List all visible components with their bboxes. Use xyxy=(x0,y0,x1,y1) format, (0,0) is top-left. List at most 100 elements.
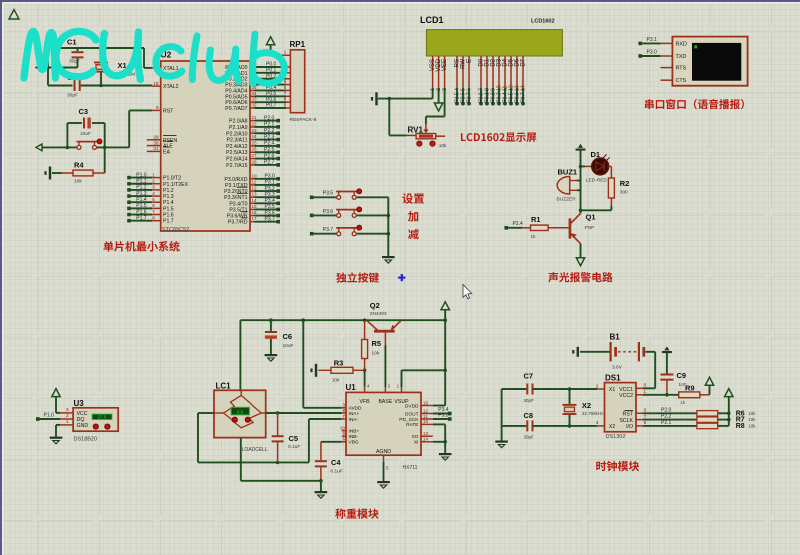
svg-text:PD_SCK: PD_SCK xyxy=(399,417,419,423)
svg-text:Q2: Q2 xyxy=(370,301,380,310)
svg-text:3: 3 xyxy=(596,420,599,425)
svg-text:P2.2: P2.2 xyxy=(661,414,672,420)
svg-text:X2: X2 xyxy=(609,424,615,430)
svg-text:10k: 10k xyxy=(372,351,380,357)
svg-text:Q1: Q1 xyxy=(586,212,596,221)
svg-text:DS1: DS1 xyxy=(605,374,621,383)
svg-text:VDD: VDD xyxy=(436,58,442,71)
svg-text:6: 6 xyxy=(152,203,155,208)
svg-text:30pF: 30pF xyxy=(524,398,535,403)
svg-text:P2.6: P2.6 xyxy=(264,153,275,159)
svg-text:P0.7: P0.7 xyxy=(521,92,527,103)
svg-text:0.1uF: 0.1uF xyxy=(288,444,300,450)
svg-text:D0: D0 xyxy=(479,58,485,66)
svg-text:11: 11 xyxy=(423,414,428,419)
svg-text:INB-: INB- xyxy=(349,434,359,440)
svg-text:1: 1 xyxy=(152,172,155,177)
svg-text:DS1302: DS1302 xyxy=(606,434,626,440)
svg-text:P1.1: P1.1 xyxy=(136,179,147,185)
svg-text:P3.3: P3.3 xyxy=(438,413,449,419)
svg-text:B1: B1 xyxy=(610,332,621,341)
svg-text:P3.0: P3.0 xyxy=(647,49,658,55)
svg-text:26: 26 xyxy=(252,147,258,152)
svg-text:32.768kHz: 32.768kHz xyxy=(582,411,604,416)
svg-text:P3.0: P3.0 xyxy=(265,174,276,180)
svg-text:U3: U3 xyxy=(74,399,85,408)
svg-text:P2.7/A15: P2.7/A15 xyxy=(226,163,247,169)
svg-text:DQ: DQ xyxy=(77,417,85,423)
svg-text:P2.2/A10: P2.2/A10 xyxy=(226,131,247,137)
svg-text:D7: D7 xyxy=(521,58,527,66)
svg-text:17: 17 xyxy=(252,216,258,221)
svg-text:1k: 1k xyxy=(681,400,687,405)
svg-text:C1: C1 xyxy=(67,38,77,47)
svg-text:11: 11 xyxy=(252,179,257,184)
svg-text:RP1: RP1 xyxy=(290,40,306,49)
svg-text:1nF: 1nF xyxy=(679,382,687,387)
svg-text:8: 8 xyxy=(644,383,647,388)
svg-text:AGND: AGND xyxy=(376,449,391,455)
svg-text:P3.6: P3.6 xyxy=(265,210,276,216)
svg-text:31: 31 xyxy=(153,146,159,151)
svg-text:6: 6 xyxy=(284,85,287,90)
svg-text:RXD: RXD xyxy=(676,41,687,47)
svg-text:P3.5: P3.5 xyxy=(323,191,334,197)
svg-text:13: 13 xyxy=(252,192,258,197)
svg-text:3.6V: 3.6V xyxy=(612,365,623,371)
svg-text:P0.6/AD6: P0.6/AD6 xyxy=(225,100,247,106)
svg-text:RESPACK-8: RESPACK-8 xyxy=(290,117,317,123)
svg-text:14: 14 xyxy=(252,198,258,203)
svg-text:P1.7: P1.7 xyxy=(136,215,147,221)
svg-text:P3.7: P3.7 xyxy=(265,216,276,222)
svg-text:P0.0: P0.0 xyxy=(266,62,277,68)
svg-text:1: 1 xyxy=(284,50,287,55)
svg-text:9: 9 xyxy=(343,431,346,436)
svg-text:P3.1: P3.1 xyxy=(647,37,658,43)
svg-text:P2.7: P2.7 xyxy=(264,160,275,166)
svg-text:RST: RST xyxy=(163,108,174,114)
svg-text:D6: D6 xyxy=(515,58,521,66)
svg-text:GND: GND xyxy=(77,423,89,429)
svg-text:P1.0: P1.0 xyxy=(136,172,147,178)
svg-text:30pF: 30pF xyxy=(69,59,80,65)
svg-text:R8: R8 xyxy=(736,423,745,430)
svg-text:10uF: 10uF xyxy=(283,343,294,349)
svg-text:7: 7 xyxy=(343,414,346,419)
svg-text:2: 2 xyxy=(596,383,599,388)
svg-text:R3: R3 xyxy=(334,359,344,368)
svg-text:P1.1/T2EX: P1.1/T2EX xyxy=(163,182,189,188)
svg-text:VCC2: VCC2 xyxy=(619,393,633,399)
svg-text:5: 5 xyxy=(386,466,389,471)
svg-text:P2.1: P2.1 xyxy=(264,122,275,128)
svg-text:P0.7: P0.7 xyxy=(266,103,277,109)
svg-text:1: 1 xyxy=(397,384,400,389)
svg-text:0.1uF: 0.1uF xyxy=(331,468,343,474)
svg-text:3: 3 xyxy=(343,403,346,408)
svg-text:P1.6: P1.6 xyxy=(136,209,147,215)
svg-text:P2.0: P2.0 xyxy=(264,115,275,121)
svg-text:12: 12 xyxy=(252,186,258,191)
svg-text:E: E xyxy=(467,59,473,63)
svg-text:P1.4: P1.4 xyxy=(136,197,147,203)
svg-text:C3: C3 xyxy=(79,107,89,116)
svg-text:P2.5/A13: P2.5/A13 xyxy=(226,150,247,156)
svg-text:P1.4: P1.4 xyxy=(163,200,174,206)
svg-text:TXD: TXD xyxy=(676,54,687,60)
svg-text:8: 8 xyxy=(343,408,346,413)
svg-text:C9: C9 xyxy=(677,371,687,380)
svg-text:STC89C52: STC89C52 xyxy=(162,227,189,233)
svg-text:RST: RST xyxy=(623,412,634,418)
svg-text:2: 2 xyxy=(66,413,69,418)
svg-text:D1: D1 xyxy=(591,150,601,159)
svg-text:28: 28 xyxy=(252,159,258,164)
svg-text:P0.5/AD5: P0.5/AD5 xyxy=(225,94,247,100)
svg-text:U2: U2 xyxy=(161,50,172,60)
svg-text:10k: 10k xyxy=(332,377,340,383)
svg-text:LCD1: LCD1 xyxy=(420,15,444,25)
svg-text:XTAL1: XTAL1 xyxy=(163,66,179,72)
svg-text:BASE: BASE xyxy=(378,399,392,405)
svg-text:RV1: RV1 xyxy=(408,126,424,135)
svg-text:R7: R7 xyxy=(736,417,745,424)
svg-text:16: 16 xyxy=(423,400,428,405)
svg-text:R9: R9 xyxy=(685,384,695,393)
